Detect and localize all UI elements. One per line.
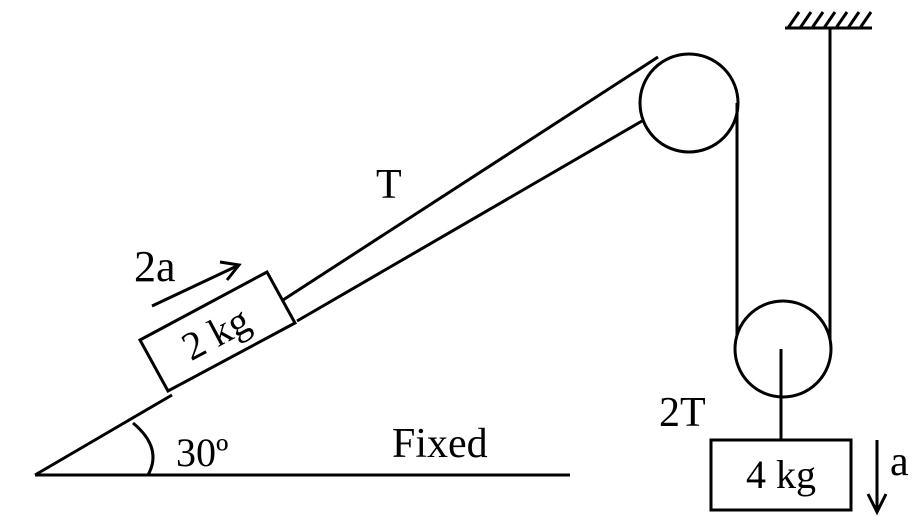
label-angle: 30º	[176, 430, 228, 475]
string-incline-upper	[282, 55, 659, 302]
accel-arrow-hanging-head	[866, 493, 888, 516]
accel-arrow-incline-head	[219, 260, 242, 281]
incline-surface	[34, 393, 173, 477]
ceiling-hatching	[786, 11, 873, 29]
label-accel-hanging: a	[890, 439, 909, 485]
hanging-block	[709, 438, 853, 512]
incline-block	[137, 269, 298, 394]
label-tension-incline: T	[376, 162, 402, 208]
label-fixed: Fixed	[392, 421, 488, 467]
angle-arc	[132, 421, 155, 476]
hanging-block-mass: 4 kg	[746, 452, 816, 497]
string-incline-lower	[296, 119, 643, 323]
top-pulley	[638, 52, 740, 154]
lower-pulley	[733, 299, 833, 399]
accel-arrow-incline-shaft	[151, 264, 238, 308]
label-tension-pulley: 2T	[659, 390, 706, 436]
label-accel-block: 2a	[134, 242, 176, 291]
